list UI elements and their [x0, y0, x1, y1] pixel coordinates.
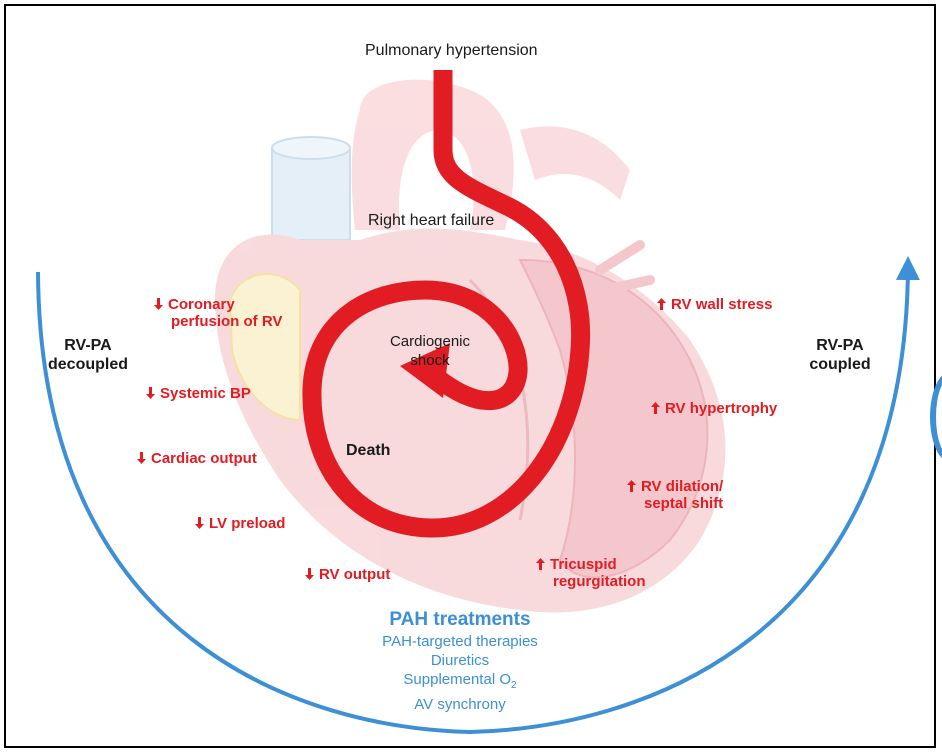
spiral-arrowhead [400, 343, 450, 398]
rv-pa-decoupled-line1: RV-PA [64, 337, 112, 354]
lv-preload-label: LV preload [195, 515, 285, 532]
down-arrow-icon [305, 568, 314, 580]
up-arrow-icon [627, 480, 636, 492]
left-ventricle [518, 258, 709, 579]
treatment-item: Supplemental O2 [340, 670, 580, 695]
down-arrow-icon [137, 452, 146, 464]
rv-dilation-label: RV dilation/ septal shift [627, 478, 723, 512]
oxygen-subscript: 2 [511, 680, 517, 691]
down-arrow-icon [154, 298, 163, 310]
increase-text: RV hypertrophy [665, 400, 778, 417]
rv-wall-stress-label: RV wall stress [657, 296, 772, 313]
rv-output-label: RV output [305, 566, 390, 583]
vena-cava-top [271, 136, 351, 160]
cardiogenic-shock-line1: Cardiogenic [389, 333, 471, 350]
increase-text-line2: regurgitation [553, 573, 646, 590]
decrease-text: Systemic BP [160, 385, 251, 402]
treatments-title: PAH treatments [389, 609, 531, 630]
up-arrow-icon [651, 402, 660, 414]
down-arrow-icon [146, 387, 155, 399]
pulmonary-artery-shape [520, 126, 630, 200]
treatment-item: Diuretics [430, 652, 490, 669]
up-arrow-icon [657, 298, 666, 310]
rv-pa-coupled-label: RV-PA coupled [800, 336, 880, 374]
right-atrium [228, 273, 301, 422]
rv-pa-coupled-line1: RV-PA [816, 337, 864, 354]
treatment-item: PAH-targeted therapies [382, 633, 538, 650]
right-heart-failure-label: Right heart failure [368, 212, 495, 229]
treatment-item-text: Supplemental O [403, 671, 511, 688]
pulmonary-hypertension-label: Pulmonary hypertension [365, 42, 538, 59]
tricuspid-regurgitation-label: Tricuspid regurgitation [536, 556, 646, 590]
coronary-perfusion-label: Coronary perfusion of RV [154, 296, 282, 330]
rv-pa-coupled-line2: coupled [809, 356, 871, 373]
rv-hypertrophy-label: RV hypertrophy [651, 400, 777, 417]
treatments-block: PAH treatments PAH-targeted therapies Di… [340, 608, 580, 714]
pulmonary-vessels [595, 240, 655, 295]
increase-text-line2: septal shift [644, 495, 724, 512]
treatment-item: AV synchrony [414, 696, 506, 713]
down-arrow-icon [195, 517, 204, 529]
coupling-arc [36, 256, 920, 735]
cardiogenic-shock-label: Cardiogenic shock [385, 332, 475, 370]
cardiogenic-shock-line2: shock [410, 352, 450, 369]
increase-text: Tricuspid [550, 556, 617, 573]
decrease-text: Cardiac output [151, 450, 257, 467]
spiral-arrow [302, 70, 591, 538]
aorta-shape [351, 79, 514, 230]
up-arrow-icon [536, 558, 545, 570]
death-label: Death [346, 442, 391, 459]
increase-text: RV dilation/ [641, 478, 724, 495]
systemic-bp-label: Systemic BP [146, 385, 251, 402]
decrease-text: Coronary [168, 296, 235, 313]
increase-text: RV wall stress [671, 296, 773, 313]
rv-pa-decoupled-label: RV-PA decoupled [48, 336, 128, 374]
decrease-text: LV preload [209, 515, 286, 532]
cardiac-output-label: Cardiac output [137, 450, 257, 467]
decrease-text-line2: perfusion of RV [171, 313, 283, 330]
rv-pa-decoupled-line2: decoupled [48, 356, 129, 373]
decrease-text: RV output [319, 566, 391, 583]
